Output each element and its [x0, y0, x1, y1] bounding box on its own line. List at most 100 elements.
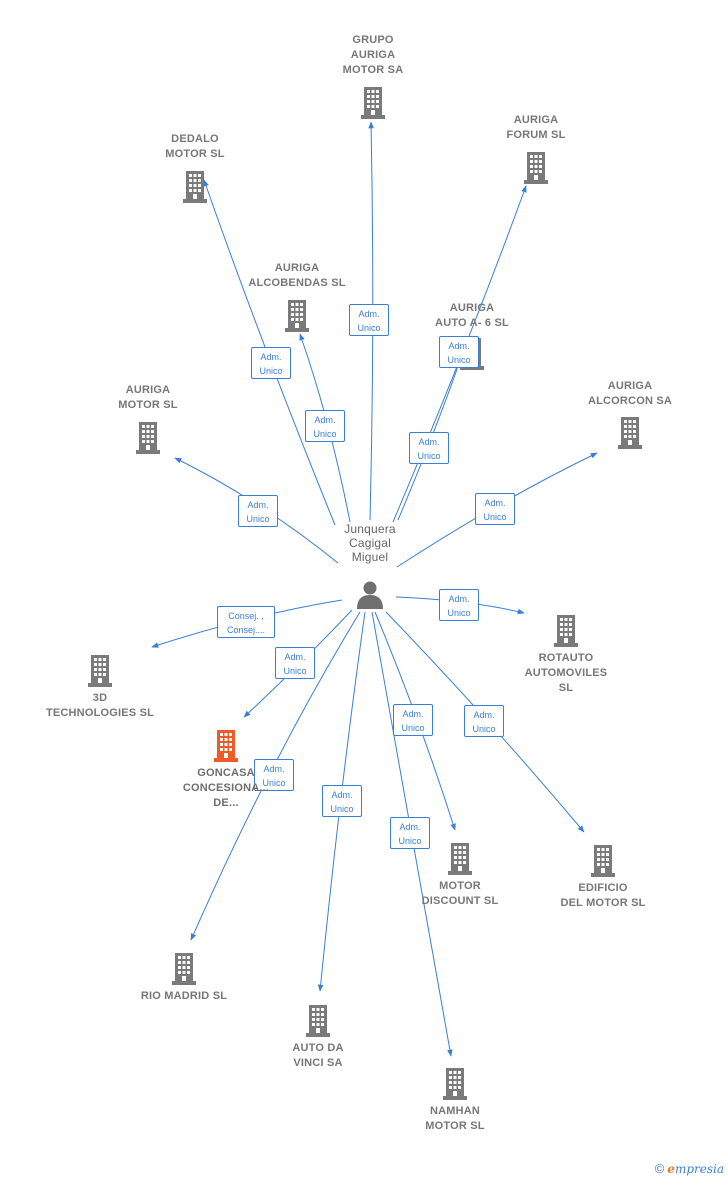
brand-initial: e [667, 1162, 675, 1176]
company-label-auriga-alcobendas-sl[interactable]: AURIGA ALCOBENDAS SL [222, 261, 372, 291]
relation-label-dedalo-motor-sl[interactable]: Adm. Unico [251, 347, 291, 379]
company-label-line: AURIGA [350, 49, 396, 61]
relation-label-grupo-auriga-motor-sa[interactable]: Adm. Unico [349, 304, 389, 336]
relation-label-auriga-forum-sl[interactable]: Adm. Unico [409, 432, 449, 464]
company-label-line: ROTAUTO [538, 652, 594, 664]
relation-label-line: Adm. [473, 710, 495, 720]
relation-label-line: Unico [398, 836, 422, 846]
company-label-line: EDIFICIO [578, 882, 628, 894]
company-label-line: DISCOUNT SL [421, 895, 499, 907]
relation-label-line: Unico [483, 512, 507, 522]
building-icon[interactable] [136, 422, 160, 454]
company-label-line: MOTOR SL [165, 148, 225, 160]
building-icon[interactable] [361, 87, 385, 119]
copyright-symbol: © [654, 1161, 665, 1176]
relation-label-line: Unico [246, 514, 270, 524]
relation-label-line: Unico [313, 429, 337, 439]
building-icon[interactable] [285, 300, 309, 332]
relation-label-line: Adm. [331, 790, 353, 800]
building-icon[interactable] [172, 953, 196, 985]
relation-label-line: Unico [283, 666, 307, 676]
relation-label-line: Consej.... [226, 625, 266, 635]
building-icon[interactable] [554, 615, 578, 647]
relation-label-line: Unico [417, 451, 441, 461]
relation-label-line: Unico [447, 608, 471, 618]
relation-label-auto-da-vinci-sa[interactable]: Adm.Unico [322, 785, 362, 817]
relation-label-auriga-auto-a6-sl[interactable]: Adm. Unico [439, 336, 479, 368]
building-icon[interactable] [524, 152, 548, 184]
relation-label-line: Adm. [448, 341, 470, 351]
building-icon[interactable] [618, 417, 642, 449]
relation-label-line: Adm. [358, 309, 380, 319]
relation-label-line: Consej. , [228, 611, 264, 621]
company-label-line: AURIGA [513, 114, 559, 126]
building-icon[interactable] [88, 655, 112, 687]
relation-label-3d-technologies-sl[interactable]: Consej. , Consej.... [217, 606, 275, 638]
relation-label-line: Unico [259, 366, 283, 376]
relation-label-auriga-alcorcon-sa[interactable]: Adm. Unico [475, 493, 515, 525]
company-label-goncasa-concesionarios[interactable]: GONCASA CONCESIONA... DE... [151, 766, 301, 811]
company-label-line: ALCOBENDAS SL [248, 277, 346, 289]
company-label-auriga-auto-a6-sl[interactable]: AURIGA AUTO A- 6 SL [397, 301, 547, 331]
relation-label-line: Adm. [263, 764, 285, 774]
relation-label-rotauto-automoviles-sl[interactable]: Adm. Unico [439, 589, 479, 621]
building-icon[interactable] [306, 1005, 330, 1037]
brand-name: mpresia [674, 1162, 724, 1176]
company-label-line: CONCESIONA... [182, 782, 270, 794]
company-label-line: AUTOMOVILES [524, 667, 608, 679]
relation-label-line: Unico [357, 323, 381, 333]
building-icon[interactable] [214, 730, 238, 762]
relation-label-line: Adm. [448, 594, 470, 604]
company-label-line: AURIGA [274, 262, 320, 274]
empresia-logo: empresia [667, 1162, 724, 1176]
company-label-line: DE... [213, 797, 239, 809]
company-label-line: MOTOR SA [342, 64, 404, 76]
company-label-line: AURIGA [607, 380, 653, 392]
relation-label-line: Adm. [402, 709, 424, 719]
relation-label-line: Unico [262, 778, 286, 788]
company-label-line: MOTOR SL [425, 1120, 485, 1132]
company-label-line: DEDALO [171, 133, 219, 145]
relation-label-edificio-del-motor-sl[interactable]: Adm. Unico [464, 705, 504, 737]
relation-label-line: Adm. [260, 352, 282, 362]
relation-label-line: Adm. [314, 415, 336, 425]
company-label-dedalo-motor-sl[interactable]: DEDALO MOTOR SL [120, 132, 270, 162]
person-icon[interactable] [357, 581, 383, 610]
relation-label-namhan-motor-sl[interactable]: Adm.Unico [390, 817, 430, 849]
relation-label-line: Unico [447, 355, 471, 365]
building-icon[interactable] [443, 1068, 467, 1100]
company-label-line: AUTO DA [292, 1042, 344, 1054]
relation-label-line: Adm. [484, 498, 506, 508]
relation-label-rio-madrid-sl[interactable]: Adm. Unico [254, 759, 294, 791]
edge-to-dedalo-motor-sl [203, 179, 336, 526]
company-label-auriga-forum-sl[interactable]: AURIGA FORUM SL [461, 113, 611, 143]
company-label-line: TECHNOLOGIES SL [45, 707, 155, 719]
building-icon[interactable] [448, 843, 472, 875]
company-label-line: GONCASA [197, 767, 255, 779]
relation-label-auriga-alcobendas-sl[interactable]: Adm. Unico [305, 410, 345, 442]
person-name-line: Miguel [351, 550, 389, 564]
company-label-rio-madrid-sl[interactable]: RIO MADRID SL [109, 989, 259, 1004]
company-label-line: AUTO A- 6 SL [435, 317, 509, 329]
relation-label-line: Adm. [247, 500, 269, 510]
relation-label-goncasa-concesionarios[interactable]: Adm.Unico [275, 647, 315, 679]
company-label-line: AURIGA [449, 302, 495, 314]
relation-label-line: Unico [472, 724, 496, 734]
relation-label-line: Adm. [418, 437, 440, 447]
relation-label-auriga-motor-sl[interactable]: Adm. Unico [238, 495, 278, 527]
building-icon[interactable] [183, 171, 207, 203]
relation-label-motor-discount-sl[interactable]: Adm.Unico [393, 704, 433, 736]
footer-brand[interactable]: ©empresia [655, 1161, 724, 1176]
company-label-line: FORUM SL [506, 129, 566, 141]
building-icon[interactable] [591, 845, 615, 877]
